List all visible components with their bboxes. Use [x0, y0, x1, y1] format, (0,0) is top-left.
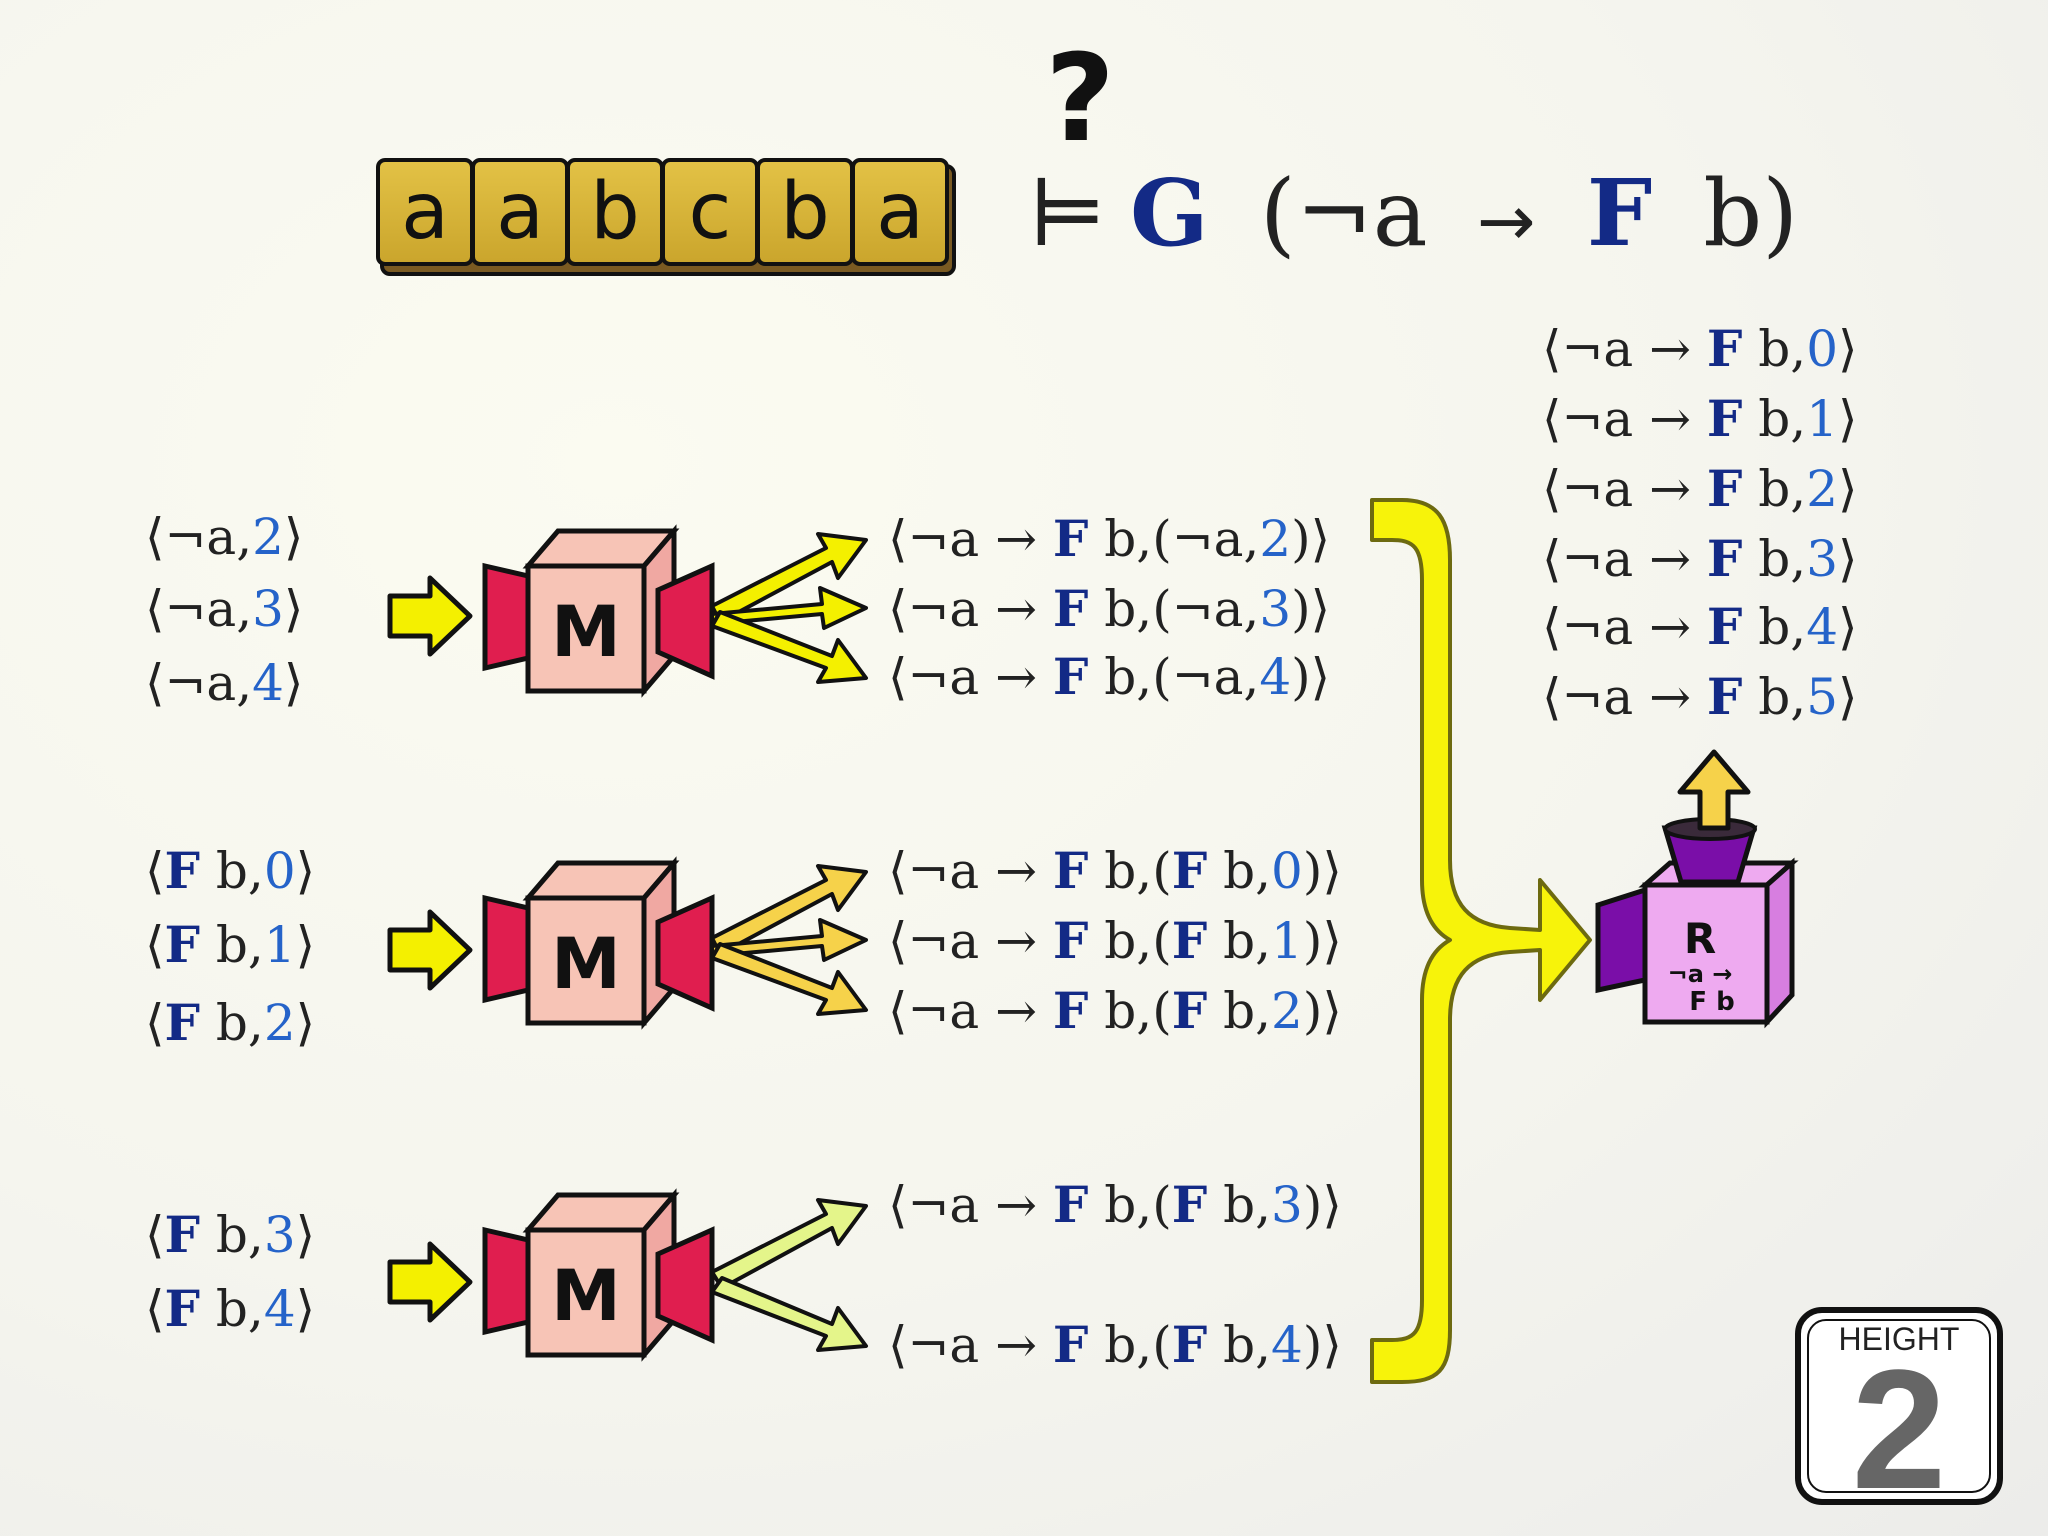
machine-horn-left — [482, 1226, 531, 1336]
machine-horn-right — [655, 894, 715, 1012]
tile-letter: b — [780, 167, 830, 257]
machine-m-3: M — [482, 1188, 715, 1362]
output-tuple: ⟨¬a → F b,(¬a,2)⟩ — [888, 509, 1330, 568]
tile-0: a — [376, 158, 474, 266]
machine-horn-right — [655, 1226, 715, 1344]
group-1-fan-arrows — [710, 532, 868, 684]
tile-4: b — [756, 158, 854, 266]
finally-operator: F — [1587, 159, 1652, 267]
group-1-outputs: ⟨¬a → F b,(¬a,2)⟩ ⟨¬a → F b,(¬a,3)⟩ ⟨¬a … — [888, 509, 1330, 706]
machine-m-1: M — [482, 524, 715, 698]
fan-arrow-icon — [710, 942, 868, 1016]
group-2-outputs: ⟨¬a → F b,(F b,0)⟩ ⟨¬a → F b,(F b,1)⟩ ⟨¬… — [888, 841, 1342, 1040]
group-3-fan-arrows — [710, 1198, 868, 1352]
tile-2: b — [566, 158, 664, 266]
machine-label: M — [551, 923, 621, 1005]
input-arrow-icon — [387, 1241, 473, 1323]
group-1-inputs: ⟨¬a,2⟩ ⟨¬a,3⟩ ⟨¬a,4⟩ — [145, 508, 303, 712]
reducer-label: R — [1684, 914, 1716, 963]
machine-horn-left — [482, 894, 531, 1004]
height-value: 2 — [1852, 1335, 1947, 1525]
fan-arrow-icon — [710, 1276, 868, 1352]
result-tuple: ⟨¬a → F b,5⟩ — [1542, 667, 1858, 726]
models-symbol: ⊨ — [1028, 160, 1107, 267]
reducer-sublabel: F b — [1689, 987, 1734, 1017]
input-tuple: ⟨F b,3⟩ — [145, 1205, 315, 1264]
input-tuple: ⟨F b,1⟩ — [145, 915, 315, 974]
machine-horn-left — [482, 562, 531, 672]
tile-3: c — [661, 158, 759, 266]
output-tuple: ⟨¬a → F b,(F b,4)⟩ — [888, 1315, 1342, 1374]
fan-arrow-icon — [710, 610, 868, 684]
result-tuple: ⟨¬a → F b,0⟩ — [1542, 319, 1858, 378]
output-up-arrow-icon — [1677, 749, 1751, 831]
group-3-inputs: ⟨F b,3⟩ ⟨F b,4⟩ — [145, 1205, 315, 1338]
result-list: ⟨¬a → F b,0⟩ ⟨¬a → F b,1⟩ ⟨¬a → F b,2⟩ ⟨… — [1542, 319, 1858, 726]
word-tiles: a a b c b a — [376, 158, 956, 276]
tile-letter: a — [401, 167, 449, 257]
reducer-box: R ¬a → F b — [1595, 817, 1799, 1029]
tile-1: a — [471, 158, 569, 266]
input-tuple: ⟨¬a,2⟩ — [145, 508, 303, 566]
result-tuple: ⟨¬a → F b,1⟩ — [1542, 389, 1858, 448]
output-tuple: ⟨¬a → F b,(F b,2)⟩ — [888, 981, 1342, 1040]
output-tuple: ⟨¬a → F b,(F b,0)⟩ — [888, 841, 1342, 900]
input-tuple: ⟨F b,4⟩ — [145, 1279, 315, 1338]
result-tuple: ⟨¬a → F b,2⟩ — [1542, 459, 1858, 518]
machine-m-2: M — [482, 856, 715, 1030]
fan-arrow-icon — [710, 1198, 868, 1290]
height-badge: HEIGHT 2 — [1795, 1307, 2003, 1525]
result-tuple: ⟨¬a → F b,4⟩ — [1542, 597, 1858, 656]
machine-label: M — [551, 591, 621, 673]
query-formula: ? ⊨ G (¬a → F b) — [1028, 30, 1798, 267]
machine-label: M — [551, 1255, 621, 1337]
group-3-outputs: ⟨¬a → F b,(F b,3)⟩ ⟨¬a → F b,(F b,4)⟩ — [888, 1175, 1342, 1374]
group-2-inputs: ⟨F b,0⟩ ⟨F b,1⟩ ⟨F b,2⟩ — [145, 841, 315, 1052]
tile-letter: c — [689, 167, 732, 257]
reducer-horn-left — [1595, 886, 1648, 994]
tile-5: a — [851, 158, 949, 266]
tile-letter: b — [590, 167, 640, 257]
output-tuple: ⟨¬a → F b,(¬a,3)⟩ — [888, 579, 1330, 638]
input-tuple: ⟨F b,2⟩ — [145, 993, 315, 1052]
output-tuple: ⟨¬a → F b,(¬a,4)⟩ — [888, 647, 1330, 706]
output-tuple: ⟨¬a → F b,(F b,1)⟩ — [888, 911, 1342, 970]
curly-brace — [1370, 498, 1592, 1384]
machine-horn-right — [655, 562, 715, 680]
formula-text: G (¬a → F b) — [1130, 159, 1798, 267]
group-1: ⟨¬a,2⟩ ⟨¬a,3⟩ ⟨¬a,4⟩ M ⟨¬a → F b,(¬a,2)⟩… — [145, 508, 1330, 712]
reducer-sublabel: ¬a → — [1668, 960, 1733, 988]
question-mark: ? — [1045, 30, 1115, 169]
input-tuple: ⟨¬a,4⟩ — [145, 654, 303, 712]
height-label: HEIGHT — [1839, 1321, 1960, 1357]
result-tuple: ⟨¬a → F b,3⟩ — [1542, 529, 1858, 588]
tile-letter: a — [876, 167, 924, 257]
group-3: ⟨F b,3⟩ ⟨F b,4⟩ M ⟨¬a → F b,(F b,3)⟩ ⟨¬a… — [145, 1175, 1342, 1374]
input-tuple: ⟨¬a,3⟩ — [145, 580, 303, 638]
input-arrow-icon — [387, 575, 473, 657]
tile-letter: a — [496, 167, 544, 257]
input-arrow-icon — [387, 909, 473, 991]
group-2: ⟨F b,0⟩ ⟨F b,1⟩ ⟨F b,2⟩ M ⟨¬a → F b,(F b… — [145, 841, 1342, 1052]
group-2-fan-arrows — [710, 864, 868, 1016]
globally-operator: G — [1130, 159, 1209, 267]
output-tuple: ⟨¬a → F b,(F b,3)⟩ — [888, 1175, 1342, 1234]
input-tuple: ⟨F b,0⟩ — [145, 841, 315, 900]
